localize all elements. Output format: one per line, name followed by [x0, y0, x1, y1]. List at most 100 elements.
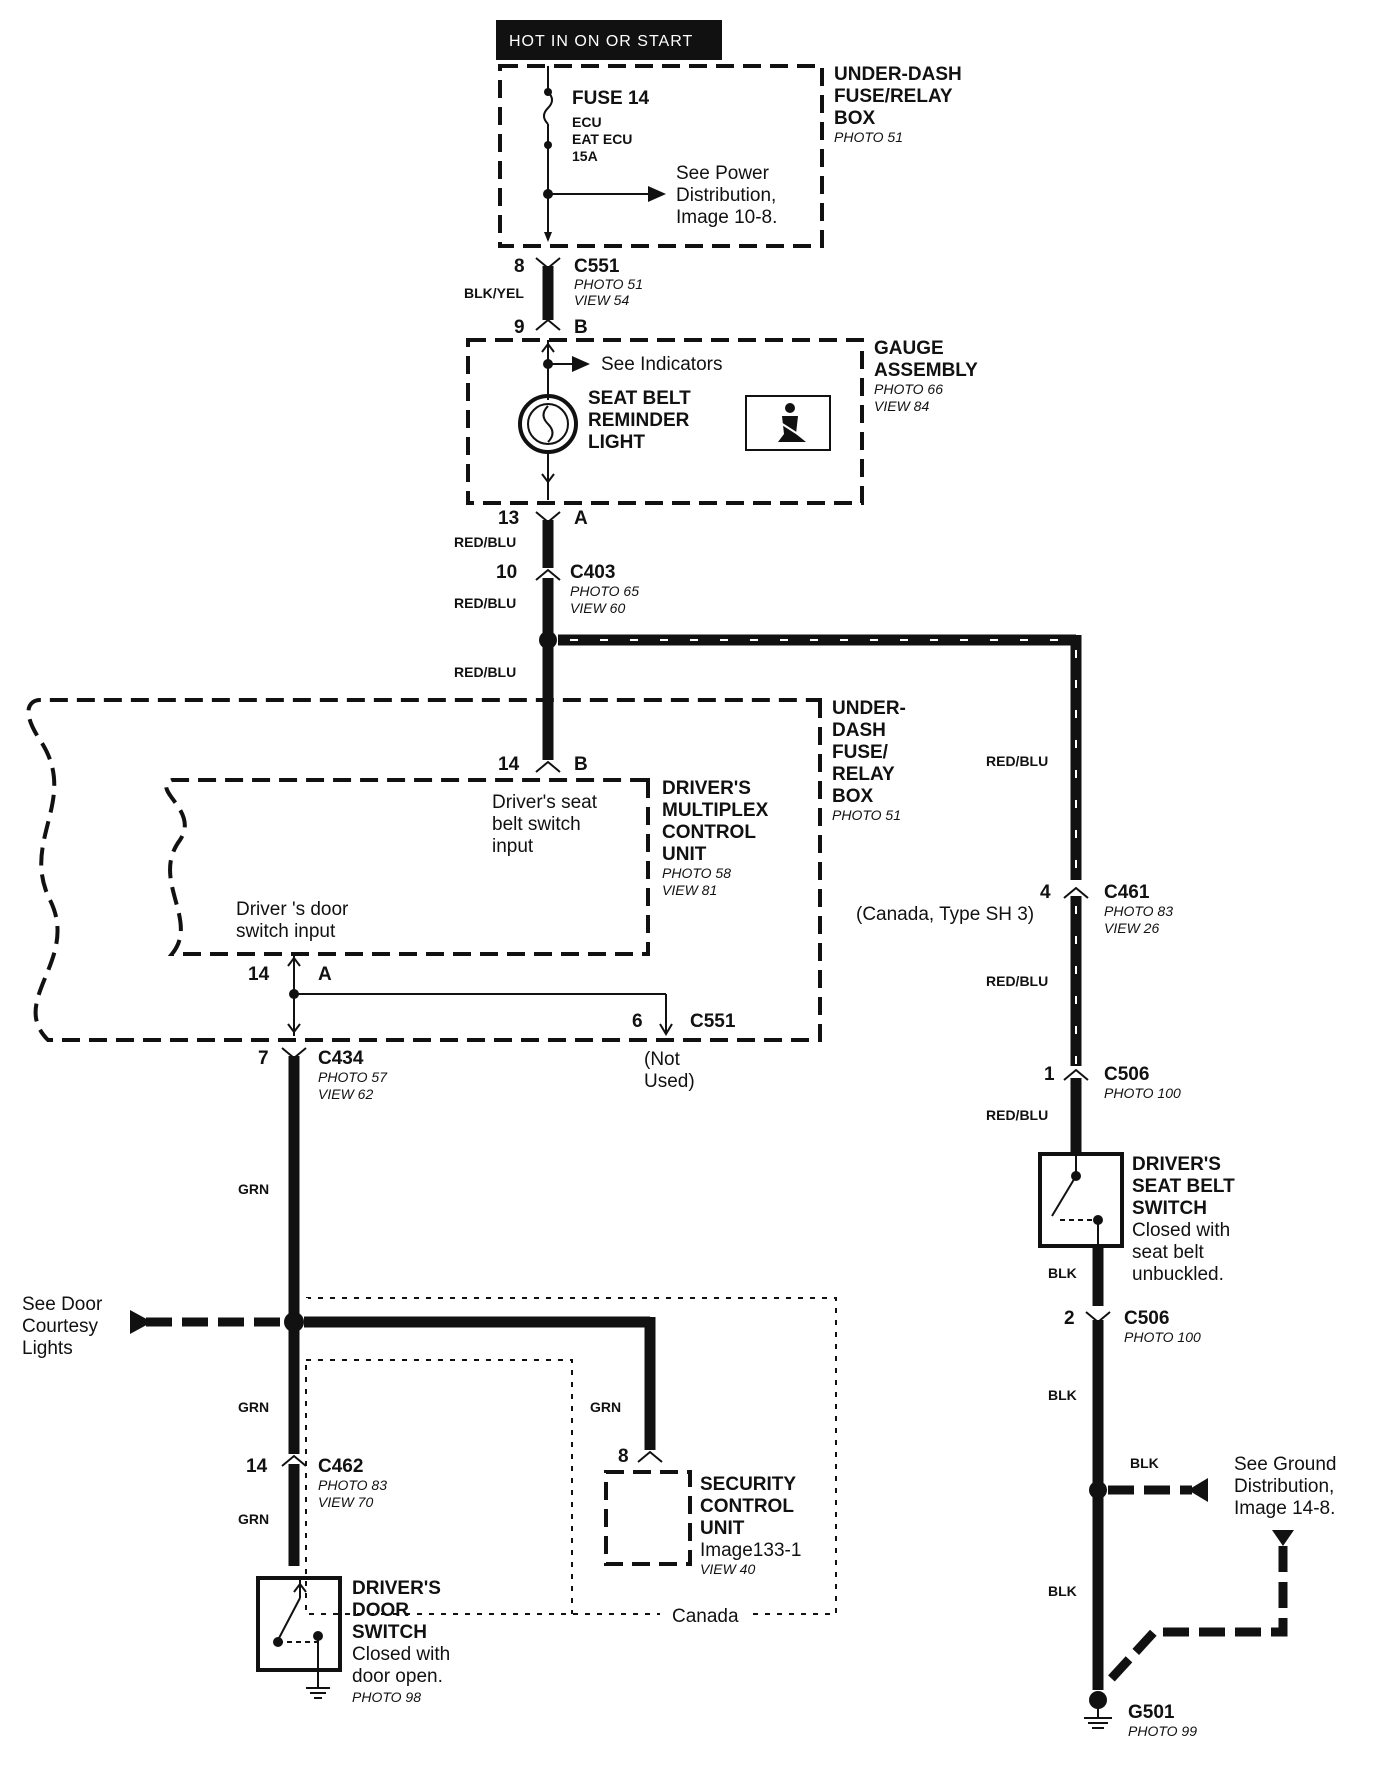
c551-mid-pin: 6: [632, 1011, 643, 1032]
c461-pin: 4: [1040, 882, 1051, 903]
c462-photo: PHOTO 83: [318, 1477, 387, 1493]
seat-switch-title-3: SWITCH: [1132, 1198, 1207, 1219]
c403-name: C403: [570, 562, 615, 583]
c506-bottom-name: C506: [1124, 1308, 1169, 1329]
gauge-title-2: ASSEMBLY: [874, 360, 978, 381]
canada-region: [305, 1297, 837, 1615]
g501-photo: PHOTO 99: [1128, 1723, 1197, 1739]
wire-red-blu-1: RED/BLU: [454, 534, 516, 550]
fuse-box-top: [498, 64, 824, 248]
mcu-title-1: DRIVER'S: [662, 778, 751, 799]
door-switch-photo: PHOTO 98: [352, 1689, 421, 1705]
seat-switch-title-2: SEAT BELT: [1132, 1176, 1235, 1197]
header-text: HOT IN ON OR START: [509, 33, 693, 50]
door-switch-title-1: DRIVER'S: [352, 1578, 441, 1599]
fuse-box-mid-title-3: FUSE/: [832, 742, 889, 763]
arrow-right-icon: [648, 186, 666, 202]
c462-view: VIEW 70: [318, 1494, 373, 1510]
c462-pin: 14: [246, 1456, 268, 1477]
c434-name: C434: [318, 1048, 364, 1069]
c461-view: VIEW 26: [1104, 920, 1159, 936]
light-label-3: LIGHT: [588, 432, 645, 453]
c551-top-name: C551: [574, 256, 620, 277]
mcu-photo: PHOTO 58: [662, 865, 731, 881]
fuse-box-top-title-1: UNDER-DASH: [834, 64, 962, 85]
fuse-name: FUSE 14: [572, 88, 650, 109]
g501-name: G501: [1128, 1702, 1175, 1723]
c506-top-pin: 1: [1044, 1064, 1055, 1085]
fuse-box-top-title-3: BOX: [834, 108, 876, 129]
header-box: [496, 20, 722, 60]
c551-top-view: VIEW 54: [574, 292, 629, 308]
c462-name: C462: [318, 1456, 363, 1477]
security-view: VIEW 40: [700, 1561, 755, 1577]
wire-blk-3: BLK: [1130, 1455, 1159, 1471]
c551-mid-name: C551: [690, 1011, 736, 1032]
arrow-left-ground-icon: [1188, 1478, 1208, 1502]
fuse-box-mid-title-5: BOX: [832, 786, 874, 807]
fuse-box-mid-photo: PHOTO 51: [832, 807, 901, 823]
see-ground-2: Distribution,: [1234, 1476, 1334, 1497]
door-input-1: Driver 's door: [236, 899, 349, 920]
wire-red-blu-r2: RED/BLU: [986, 973, 1048, 989]
mcu-view: VIEW 81: [662, 882, 717, 898]
canada-label: Canada: [672, 1606, 739, 1627]
security-image: Image133-1: [700, 1540, 801, 1561]
c403-pin-10: 10: [496, 562, 517, 583]
wire-blk-yel: BLK/YEL: [464, 285, 524, 301]
splice-door: [284, 1312, 304, 1332]
c461-photo: PHOTO 83: [1104, 903, 1173, 919]
fuse-box-mid-title-4: RELAY: [832, 764, 895, 785]
door-input-2: switch input: [236, 921, 336, 942]
fuse-14-icon: [543, 91, 553, 125]
door-switch-desc-1: Closed with: [352, 1644, 450, 1665]
security-title-1: SECURITY: [700, 1474, 796, 1495]
mcu-box: [164, 778, 650, 956]
wire-red-blu-2: RED/BLU: [454, 595, 516, 611]
arrow-left-icon: [130, 1310, 152, 1334]
see-indicators: See Indicators: [601, 354, 722, 375]
c506-bottom-pin: 2: [1064, 1308, 1075, 1329]
wire-red-blu-r1: RED/BLU: [986, 753, 1048, 769]
wire-blk-1: BLK: [1048, 1265, 1077, 1281]
security-pin: 8: [618, 1446, 629, 1467]
fuse-line-2: EAT ECU: [572, 131, 632, 147]
seat-input-1: Driver's seat: [492, 792, 598, 813]
door-switch-desc-2: door open.: [352, 1666, 443, 1687]
see-door-1: See Door: [22, 1294, 103, 1315]
see-door-2: Courtesy: [22, 1316, 99, 1337]
mcu-pin-a-14: 14: [248, 964, 270, 985]
gauge-title-1: GAUGE: [874, 338, 944, 359]
fuse-box-top-title-2: FUSE/RELAY: [834, 86, 953, 107]
c461-name: C461: [1104, 882, 1150, 903]
c461-canada: (Canada, Type SH 3): [856, 904, 1034, 925]
c506-bottom-photo: PHOTO 100: [1124, 1329, 1201, 1345]
fuse-box-mid: [26, 698, 822, 1042]
seat-switch-desc-2: seat belt: [1132, 1242, 1205, 1263]
wire-red-blu-3: RED/BLU: [454, 664, 516, 680]
see-ground-1: See Ground: [1234, 1454, 1336, 1475]
c551-top-pin-9: 9: [514, 317, 525, 338]
seat-input-2: belt switch: [492, 814, 581, 835]
wire-red-blu-r3: RED/BLU: [986, 1107, 1048, 1123]
seat-switch-desc-3: unbuckled.: [1132, 1264, 1224, 1285]
security-title-3: UNIT: [700, 1518, 745, 1539]
c506-top-name: C506: [1104, 1064, 1149, 1085]
c434-view: VIEW 62: [318, 1086, 373, 1102]
fuse-line-1: ECU: [572, 114, 602, 130]
light-label-1: SEAT BELT: [588, 388, 691, 409]
light-label-2: REMINDER: [588, 410, 690, 431]
fuse-line-3: 15A: [572, 148, 598, 164]
mcu-pin-b-14: 14: [498, 754, 520, 775]
seat-belt-switch-icon: [1038, 1152, 1124, 1248]
seat-input-3: input: [492, 836, 534, 857]
c551-top-photo: PHOTO 51: [574, 276, 643, 292]
seat-switch-title-1: DRIVER'S: [1132, 1154, 1221, 1175]
see-ground-3: Image 14-8.: [1234, 1498, 1335, 1519]
wire-blk-4: BLK: [1048, 1583, 1077, 1599]
wire-grn-3: GRN: [590, 1399, 621, 1415]
seat-switch-desc-1: Closed with: [1132, 1220, 1230, 1241]
c551-top-pin-8: 8: [514, 256, 525, 277]
c551-mid-note-1: (Not: [644, 1049, 681, 1070]
see-power-3: Image 10-8.: [676, 207, 777, 228]
